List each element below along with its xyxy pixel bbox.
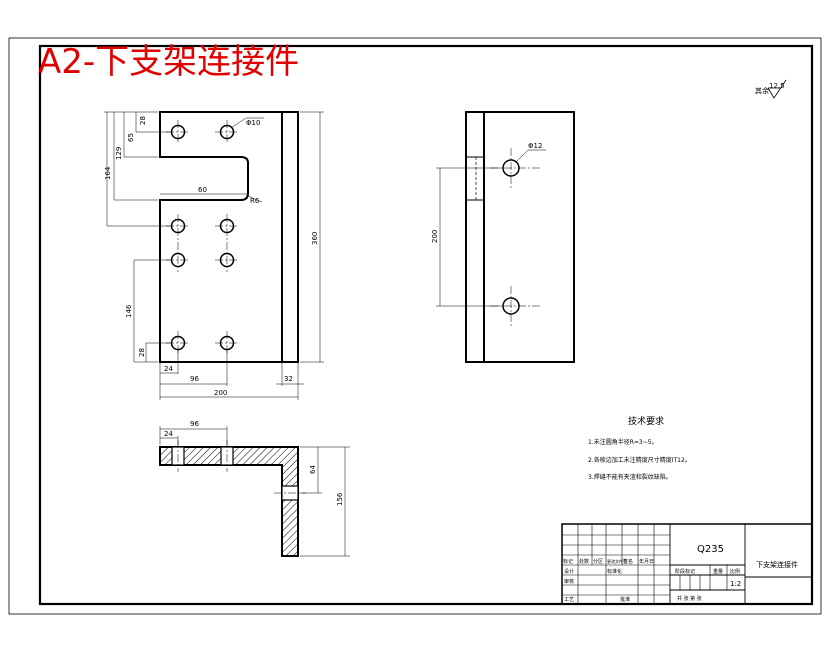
section-centerlines <box>177 440 306 494</box>
dim-164: 164 <box>104 166 112 180</box>
dim-section-96: 96 <box>190 420 199 428</box>
dim-200: 200 <box>214 389 227 397</box>
side-view-outline <box>465 111 575 363</box>
design-label: 设计 <box>564 568 574 575</box>
dim-65: 65 <box>127 133 135 142</box>
front-centerlines <box>166 120 239 355</box>
dim-section-24: 24 <box>164 430 173 438</box>
rev-label-date: 年月日 <box>639 558 654 565</box>
technical-requirements: 技术要求 1.未注圆角半径R=3~5。 2.各棱边加工未注精度尺寸精度IT12。… <box>588 415 691 481</box>
tech-item-2: 2.各棱边加工未注精度尺寸精度IT12。 <box>588 456 691 464</box>
dim-r6: R6 <box>250 197 260 205</box>
front-holes <box>170 124 235 351</box>
front-dimension-lines <box>104 111 324 400</box>
dim-hole-12: Φ12 <box>528 142 542 150</box>
process-label: 工艺 <box>564 597 574 603</box>
rev-label-mark: 标记 <box>563 558 573 565</box>
review-label: 审核 <box>564 578 574 585</box>
roughness-symbol: 其余 12.5 <box>755 79 787 99</box>
tech-item-3: 3.焊缝不能有夹渣和裂纹缺陷。 <box>588 473 672 481</box>
roughness-value: 12.5 <box>769 82 785 90</box>
dim-section-156: 156 <box>336 492 344 506</box>
dim-24: 24 <box>164 365 173 373</box>
dim-360: 360 <box>311 232 319 245</box>
section-dimension-lines <box>159 426 350 557</box>
dim-28-bottom: 28 <box>138 348 146 357</box>
rev-label-sign: 签名 <box>623 558 633 565</box>
part-name-label: 下支架连接件 <box>756 560 798 569</box>
inner-frame <box>38 44 814 606</box>
tech-heading: 技术要求 <box>628 415 664 427</box>
side-dimension-lines <box>436 149 546 307</box>
rev-label-count: 处数 <box>579 558 589 565</box>
rev-label-zone: 分区 <box>593 558 603 565</box>
drawing-title: A2-下支架连接件 <box>38 42 299 82</box>
side-view: Φ12 200 <box>431 111 575 363</box>
rev-label-doc: 更改文件号 <box>607 558 627 564</box>
roughness-note: 其余 <box>755 86 769 95</box>
dim-146: 146 <box>125 304 133 318</box>
front-view-outline <box>159 111 299 363</box>
standardize-label: 标准化 <box>607 568 622 575</box>
title-block: Q235 下支架连接件 阶段标记 重量 比例 1:2 共 张 第 张 标记 处数… <box>561 523 813 605</box>
sheet-count-label: 共 张 第 张 <box>677 595 702 602</box>
section-view: 96 24 64 156 <box>159 420 350 557</box>
scale-label: 比例 <box>730 568 740 575</box>
approve-label: 批准 <box>620 596 630 603</box>
dim-hole-10: Φ10 <box>246 119 260 127</box>
side-centerlines <box>490 148 542 326</box>
scale-value: 1:2 <box>730 580 741 588</box>
weight-label: 重量 <box>713 568 723 575</box>
dim-129: 129 <box>115 147 123 160</box>
dim-32: 32 <box>284 375 293 383</box>
dim-side-200: 200 <box>431 230 439 243</box>
dim-28-top: 28 <box>139 116 147 125</box>
material-label: Q235 <box>697 544 724 555</box>
dim-96: 96 <box>190 375 199 383</box>
outer-border <box>8 37 822 615</box>
front-view: 28 65 129 164 60 R6 Φ10 146 28 24 96 200… <box>104 111 324 400</box>
dim-section-64: 64 <box>309 465 317 474</box>
stage-mark-label: 阶段标记 <box>675 568 695 575</box>
front-dimension-texts: 28 65 129 164 60 R6 Φ10 146 28 24 96 200… <box>104 116 319 397</box>
dim-60: 60 <box>198 186 207 194</box>
tech-item-1: 1.未注圆角半径R=3~5。 <box>588 438 658 446</box>
